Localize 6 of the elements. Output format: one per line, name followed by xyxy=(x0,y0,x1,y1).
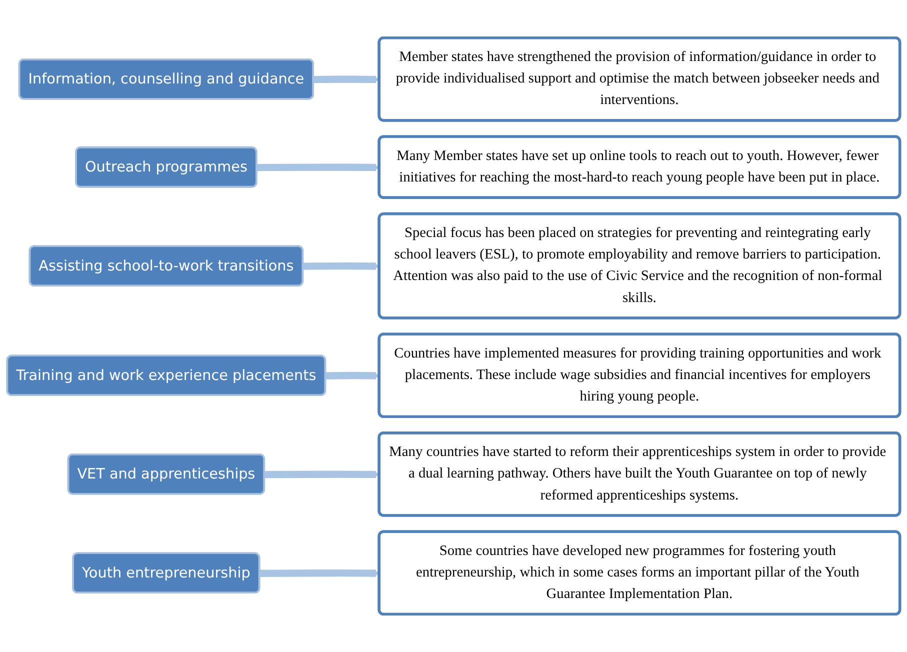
arrow xyxy=(256,163,380,172)
arrow xyxy=(314,75,380,84)
arrow xyxy=(260,569,380,578)
arrow xyxy=(264,470,380,478)
arrow xyxy=(303,262,380,270)
arrow xyxy=(326,372,380,380)
